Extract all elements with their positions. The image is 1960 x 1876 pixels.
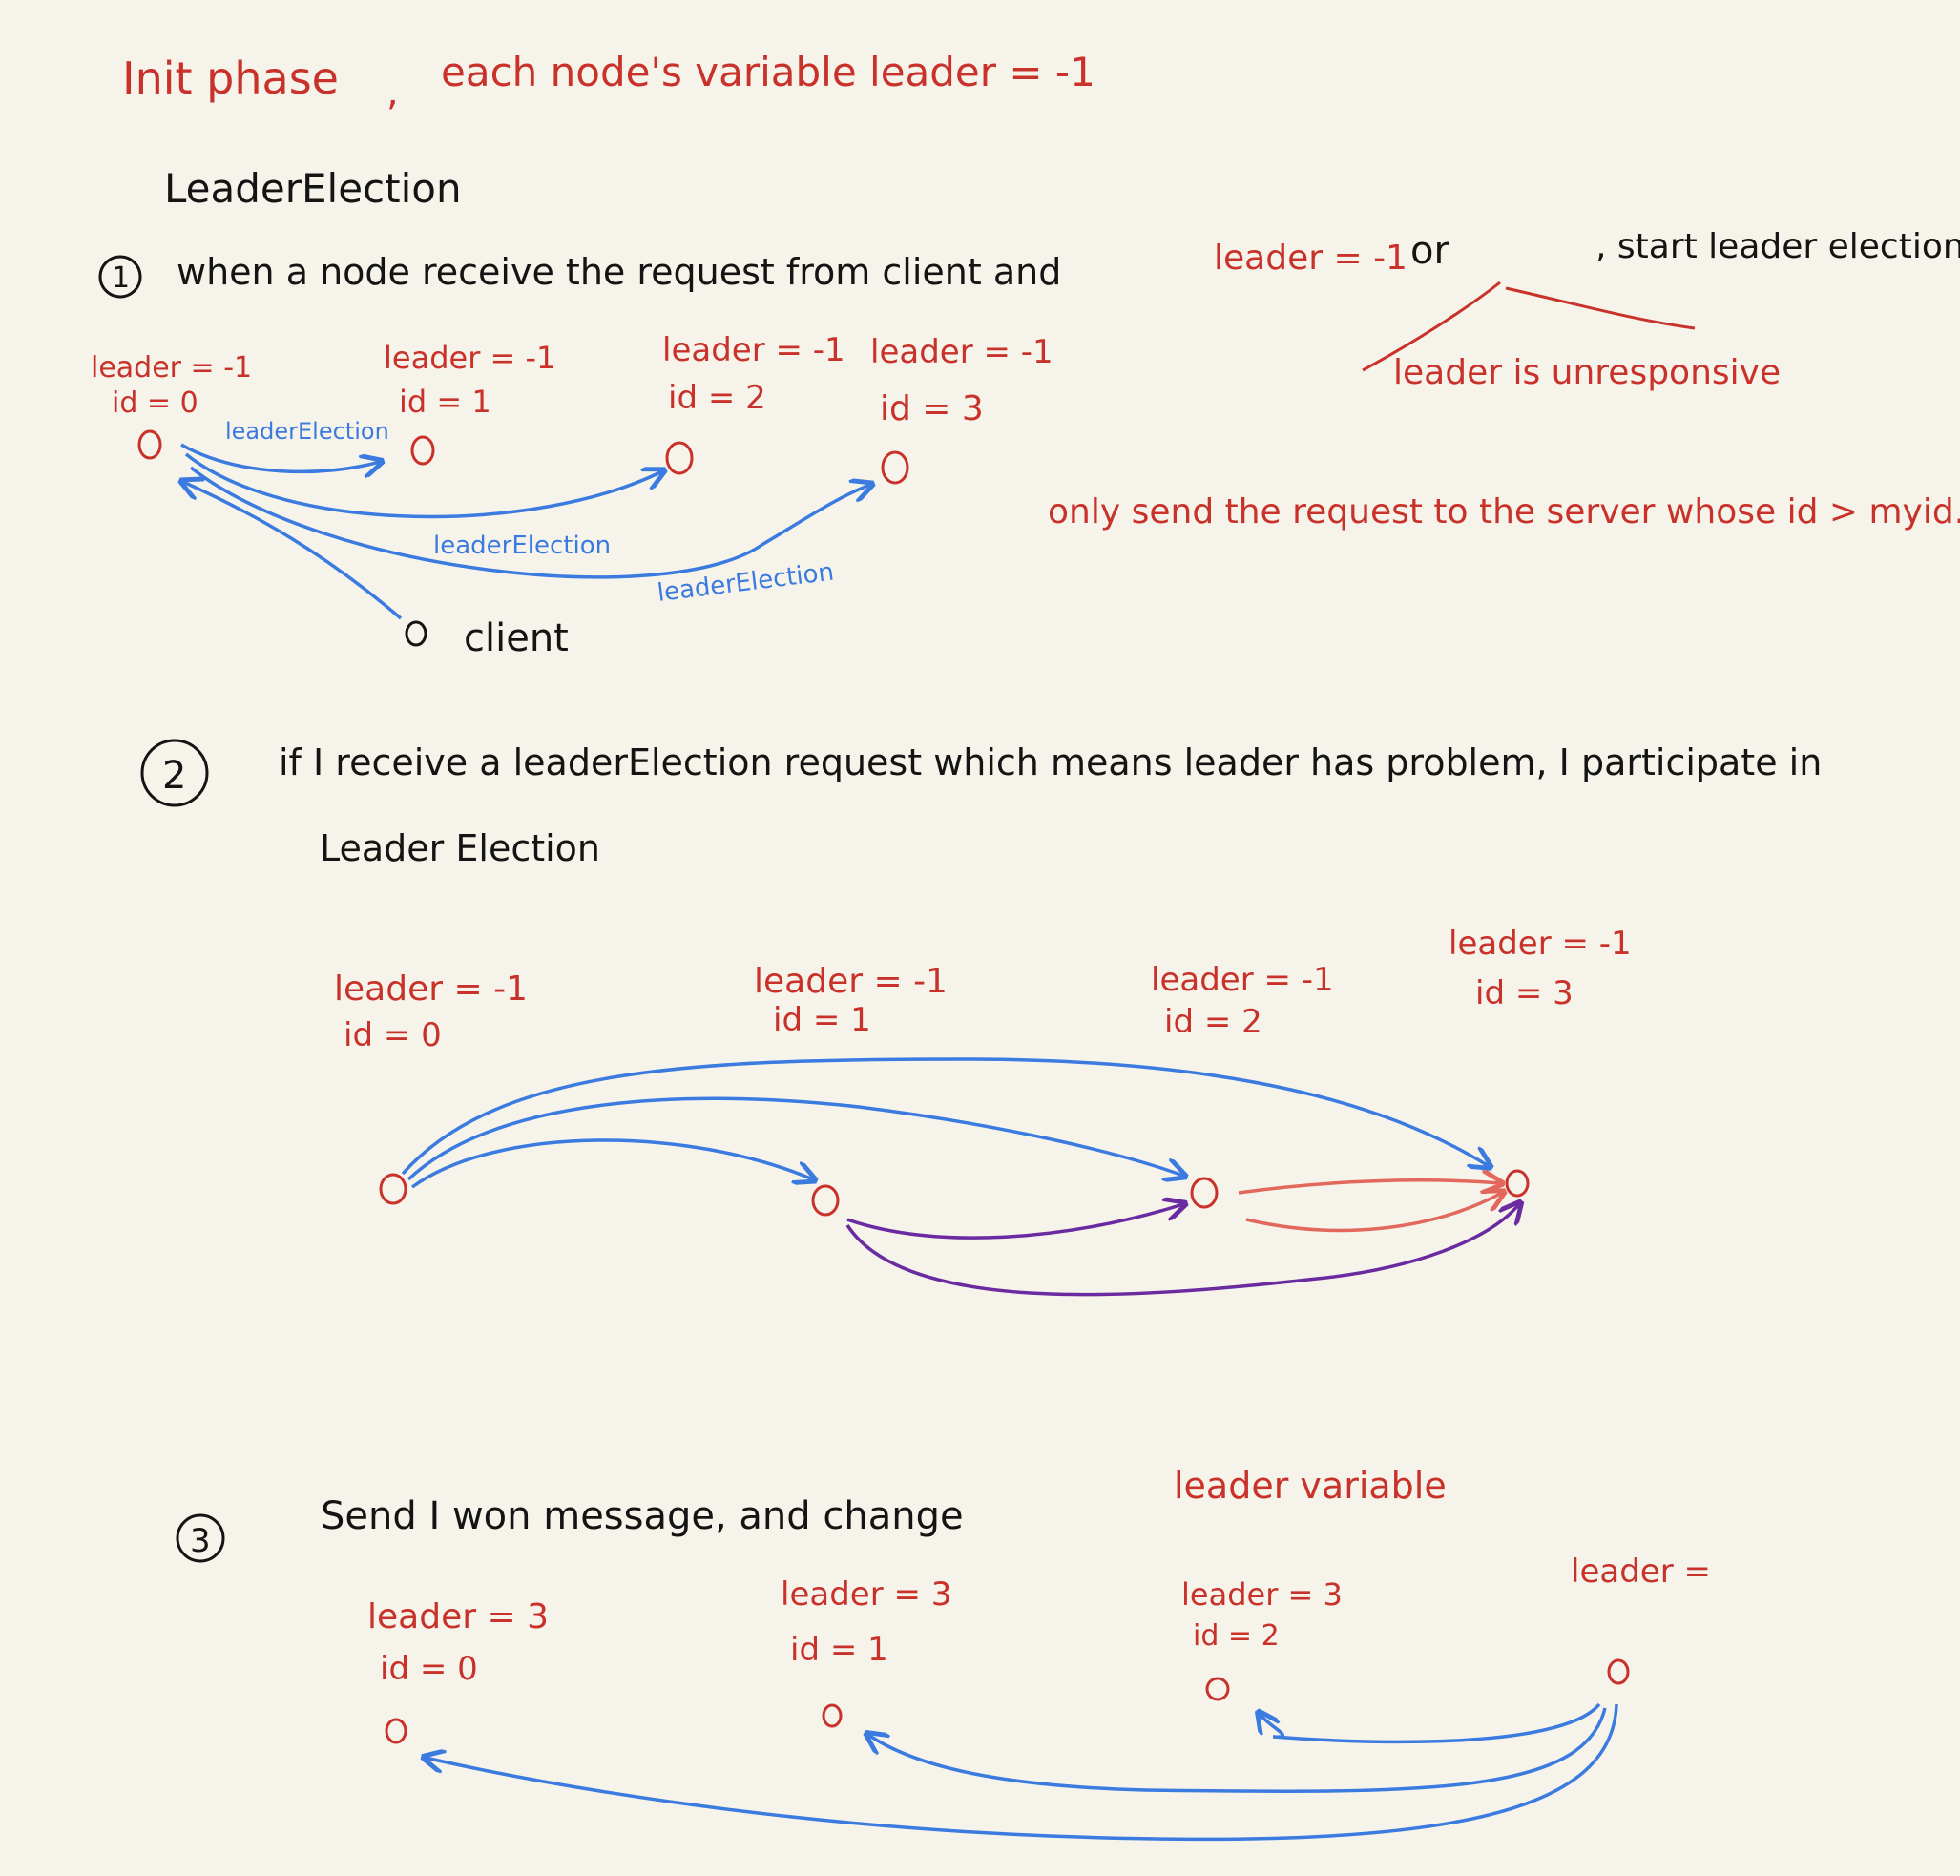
s2-node0 [379, 1173, 407, 1205]
s3-node2 [1205, 1677, 1230, 1701]
arrow-s3-node3-to-node0 [426, 1703, 1618, 1842]
s1-node0 [137, 429, 162, 460]
arrow-s2-node2-to-node3-b [1245, 1193, 1502, 1233]
s2-node2 [1190, 1177, 1219, 1209]
step2-number-circle [140, 739, 209, 807]
s2-node3 [1505, 1169, 1530, 1198]
arrow-s2-node0-to-node2 [407, 1096, 1183, 1179]
step2-text-b: Leader Election [320, 827, 600, 869]
s3-node2-id: id = 2 [1193, 1619, 1280, 1653]
s1-node2-id: id = 2 [668, 379, 766, 417]
msg-label-1: leaderElection [225, 418, 389, 445]
step2-number: 2 [162, 754, 186, 798]
s2-node1-id: id = 1 [773, 1001, 871, 1039]
step1-only-send-note: only send the request to the server whos… [1048, 492, 1960, 532]
arrow-s2-node1-to-node3 [845, 1204, 1519, 1297]
step3-text: Send I won message, and change [321, 1494, 964, 1538]
s2-node0-leader: leader = -1 [334, 969, 528, 1009]
s1-node1-leader: leader = -1 [384, 340, 555, 376]
s2-node3-leader: leader = -1 [1449, 925, 1632, 963]
s1-node2-leader: leader = -1 [662, 331, 845, 369]
arrow-s3-node3-to-node1 [868, 1707, 1607, 1794]
s1-node2 [665, 441, 694, 475]
s1-node0-id: id = 0 [112, 386, 198, 420]
arrow-node0-to-node2 [184, 452, 662, 519]
client-node [405, 620, 427, 647]
s3-node2-leader: leader = 3 [1181, 1576, 1343, 1613]
s1-node1 [410, 435, 435, 466]
s3-node1-id: id = 1 [790, 1631, 888, 1669]
step1-text: when a node receive the request from cli… [177, 251, 1061, 293]
step1-number-circle [98, 255, 142, 299]
s3-node3-leader: leader = [1571, 1553, 1711, 1591]
step3-text-red: leader variable [1174, 1465, 1447, 1507]
arrow-s2-node2-to-node3-a [1238, 1180, 1500, 1193]
s2-node1-leader: leader = -1 [754, 962, 948, 1001]
s3-node0 [385, 1718, 407, 1744]
client-label: client [464, 616, 569, 660]
s1-node3-leader: leader = -1 [870, 333, 1053, 371]
s2-node3-id: id = 3 [1475, 974, 1574, 1012]
step1-start-text: , start leader election [1595, 227, 1960, 266]
arrow-s2-node1-to-node2 [846, 1204, 1183, 1240]
s2-node1 [811, 1184, 840, 1217]
init-comma: , [386, 71, 399, 115]
s1-node3 [881, 450, 909, 485]
msg-label-2: leaderElection [433, 532, 611, 560]
step1-condition-red: leader = -1 [1214, 239, 1407, 278]
s3-node1 [822, 1703, 843, 1728]
s3-node0-leader: leader = 3 [367, 1597, 549, 1636]
arrow-s3-node3-to-node2 [1260, 1702, 1601, 1744]
s1-node0-leader: leader = -1 [91, 351, 252, 385]
step3-number: 3 [190, 1522, 211, 1560]
arrow-s2-node0-to-node3 [401, 1057, 1489, 1176]
section-title: LeaderElection [164, 165, 462, 212]
s3-node1-leader: leader = 3 [781, 1575, 951, 1614]
step1-or: or [1410, 229, 1449, 273]
arrow-node0-to-node1 [180, 443, 380, 471]
step2-text: if I receive a leaderElection request wh… [279, 741, 1822, 783]
init-phase-text: Init phase [122, 52, 339, 104]
step1-number: 1 [112, 261, 130, 295]
s2-node0-id: id = 0 [344, 1016, 442, 1054]
s1-node1-id: id = 1 [399, 384, 491, 420]
s3-node0-id: id = 0 [380, 1650, 478, 1688]
arrow-node0-to-node3 [189, 466, 870, 579]
caret-line [1362, 281, 1696, 372]
step3-number-circle [176, 1513, 225, 1563]
init-variable-text: each node's variable leader = -1 [441, 49, 1095, 95]
msg-label-3: leaderElection [656, 557, 835, 607]
arrow-s2-node0-to-node1 [410, 1138, 813, 1189]
s2-node2-id: id = 2 [1164, 1003, 1262, 1041]
unresponsive-note: leader is unresponsive [1393, 353, 1781, 392]
s1-node3-id: id = 3 [880, 389, 984, 428]
s3-node3 [1607, 1658, 1630, 1685]
s2-node2-leader: leader = -1 [1151, 961, 1334, 999]
arrow-client-to-node0 [183, 482, 403, 620]
